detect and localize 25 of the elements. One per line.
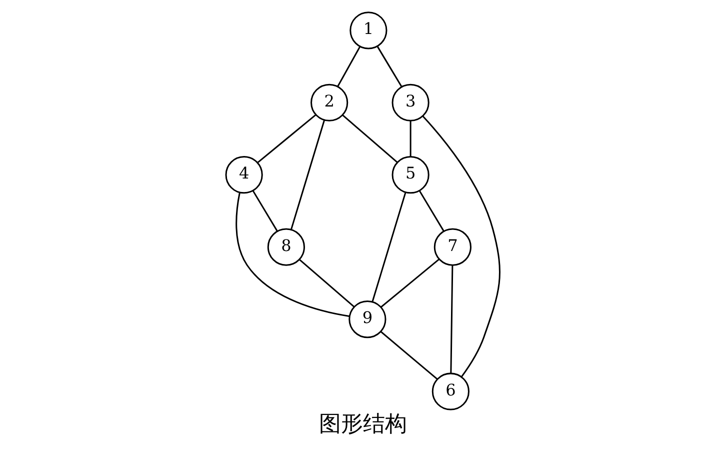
connector xyxy=(450,265,454,374)
node-circle: 3 xyxy=(392,84,430,122)
connector xyxy=(410,120,412,157)
connector xyxy=(342,114,398,164)
node-circle: 6 xyxy=(432,372,470,410)
connector xyxy=(372,192,406,302)
node-circle: 2 xyxy=(310,84,348,122)
connector xyxy=(290,120,325,230)
connector xyxy=(380,258,440,308)
connector xyxy=(380,330,438,380)
connector xyxy=(257,114,316,164)
caption: 图形结构 xyxy=(319,412,407,438)
connector xyxy=(236,192,350,317)
node-circle: 9 xyxy=(348,300,386,338)
node-circle: 7 xyxy=(434,228,472,266)
connector xyxy=(337,46,361,87)
connector xyxy=(376,46,402,88)
node-circle: 4 xyxy=(225,156,263,194)
node-circle: 5 xyxy=(392,156,430,194)
connector xyxy=(422,116,500,378)
node-circle: 8 xyxy=(267,228,305,266)
connector xyxy=(418,190,444,232)
node-circle: 1 xyxy=(350,12,388,50)
connector xyxy=(252,190,278,232)
connector xyxy=(299,259,355,308)
